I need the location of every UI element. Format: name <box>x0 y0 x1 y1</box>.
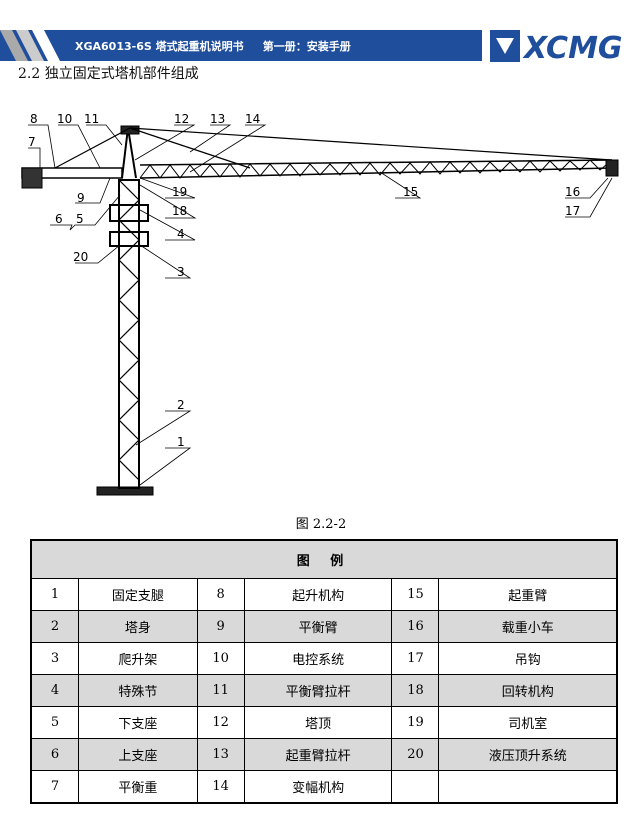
part-number: 11 <box>196 674 245 707</box>
figure-caption: 图 2.2-2 <box>295 517 347 532</box>
part-number: 7 <box>30 770 79 804</box>
part-name: 起重臂拉杆 <box>243 738 393 771</box>
part-name: 变幅机构 <box>243 770 393 804</box>
part-name: 特殊节 <box>78 674 198 707</box>
part-number: 12 <box>196 706 245 739</box>
svg-text:XCMG: XCMG <box>522 31 623 62</box>
part-number: 9 <box>196 610 245 643</box>
part-name <box>438 770 618 804</box>
part-label-13: 13 <box>210 112 225 126</box>
part-number: 10 <box>196 642 245 675</box>
xcmg-logo: XCMG <box>490 30 623 62</box>
part-name: 液压顶升系统 <box>438 738 618 771</box>
part-label-1: 1 <box>177 435 185 449</box>
part-label-5: 5 <box>76 212 84 226</box>
part-label-10: 10 <box>57 112 72 126</box>
part-number: 17 <box>391 642 440 675</box>
part-name: 载重小车 <box>438 610 618 643</box>
part-name: 起升机构 <box>243 578 393 611</box>
part-name: 平衡臂拉杆 <box>243 674 393 707</box>
part-name: 起重臂 <box>438 578 618 611</box>
header-doc-text: XGA6013-6S 塔式起重机说明书 第一册：安装手册 <box>75 40 351 53</box>
part-number: 15 <box>391 578 440 611</box>
part-label-19: 19 <box>172 185 187 199</box>
part-label-12: 12 <box>174 112 189 126</box>
header-bar <box>0 30 482 61</box>
part-name: 上支座 <box>78 738 198 771</box>
part-label-20: 20 <box>73 250 88 264</box>
part-number: 20 <box>391 738 440 771</box>
part-label-17: 17 <box>565 204 580 218</box>
part-label-16: 16 <box>565 185 580 199</box>
part-number: 6 <box>30 738 79 771</box>
part-number: 3 <box>30 642 79 675</box>
section-title: 2.2 独立固定式塔机部件组成 <box>18 66 199 82</box>
part-number: 5 <box>30 706 79 739</box>
part-name: 平衡重 <box>78 770 198 804</box>
part-number: 14 <box>196 770 245 804</box>
part-number: 4 <box>30 674 79 707</box>
legend-title: 图 例 <box>30 539 618 579</box>
part-number: 1 <box>30 578 79 611</box>
part-name: 电控系统 <box>243 642 393 675</box>
part-number: 18 <box>391 674 440 707</box>
part-number: 19 <box>391 706 440 739</box>
part-name: 固定支腿 <box>78 578 198 611</box>
part-number-labels: 1 2 3 4 5 6 7 8 9 10 11 12 13 14 15 16 1… <box>28 112 580 449</box>
part-label-7: 7 <box>28 135 36 149</box>
part-number: 16 <box>391 610 440 643</box>
part-name: 回转机构 <box>438 674 618 707</box>
part-label-8: 8 <box>30 112 38 126</box>
part-name: 塔顶 <box>243 706 393 739</box>
part-label-14: 14 <box>245 112 260 126</box>
part-name: 爬升架 <box>78 642 198 675</box>
part-label-4: 4 <box>177 227 185 241</box>
part-label-18: 18 <box>172 204 187 218</box>
part-name: 平衡臂 <box>243 610 393 643</box>
part-name: 司机室 <box>438 706 618 739</box>
part-label-11: 11 <box>84 112 99 126</box>
part-label-2: 2 <box>177 398 185 412</box>
part-label-3: 3 <box>177 265 185 279</box>
header-stripes-decoration <box>0 30 60 61</box>
part-number <box>391 770 440 804</box>
part-name: 下支座 <box>78 706 198 739</box>
part-name: 吊钩 <box>438 642 618 675</box>
tower-crane-diagram: 1 2 3 4 5 6 7 8 9 10 11 12 13 14 15 16 1… <box>21 112 619 496</box>
part-label-15: 15 <box>403 185 418 199</box>
part-label-9: 9 <box>77 191 85 205</box>
part-name: 塔身 <box>78 610 198 643</box>
part-label-6: 6 <box>55 212 63 226</box>
part-number: 8 <box>196 578 245 611</box>
part-number: 2 <box>30 610 79 643</box>
part-number: 13 <box>196 738 245 771</box>
